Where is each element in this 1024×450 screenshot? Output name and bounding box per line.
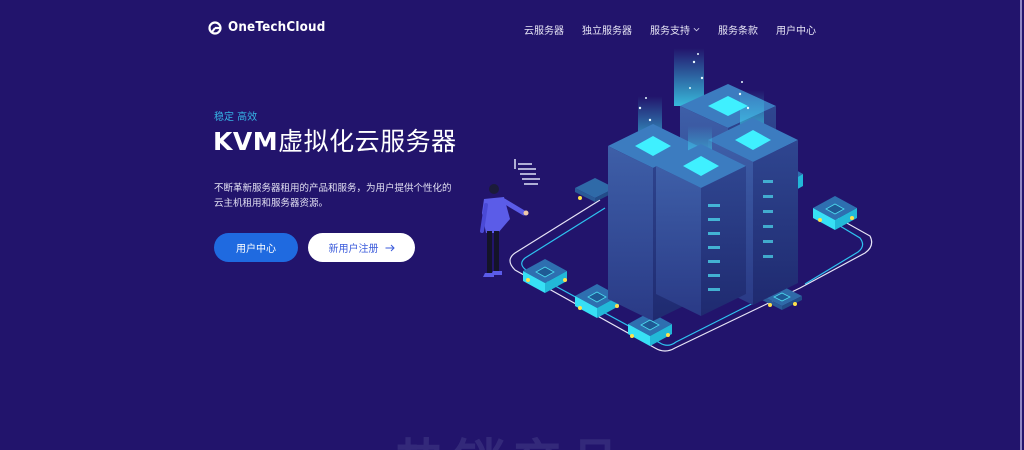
- scrollbar[interactable]: [1020, 0, 1022, 450]
- server-illustration: [480, 48, 873, 352]
- hero-title: KVM虚拟化云服务器: [213, 122, 457, 158]
- arrow-right-icon: [385, 244, 395, 251]
- chevron-down-icon: [693, 27, 700, 32]
- onetechcloud-logo-icon: [208, 20, 222, 35]
- button-label: 新用户注册: [328, 244, 379, 255]
- nav-label: 用户中心: [776, 26, 816, 37]
- nav-item-cloud-server[interactable]: 云服务器: [524, 22, 564, 37]
- nav-label: 服务条款: [718, 26, 758, 37]
- hot-products-section-title: 热销产品: [0, 422, 1022, 450]
- user-center-button[interactable]: 用户中心: [214, 233, 298, 262]
- nav-item-terms[interactable]: 服务条款: [718, 22, 758, 37]
- hero-tagline: 稳定 高效: [214, 112, 258, 123]
- logo-text: OneTechCloud: [228, 20, 326, 35]
- register-button[interactable]: 新用户注册: [308, 233, 415, 262]
- nav-item-support[interactable]: 服务支持: [650, 22, 700, 37]
- nav-label: 服务支持: [650, 26, 690, 37]
- hero-description: 不断革新服务器租用的产品和服务，为用户提供个性化的云主机租用和服务器资源。: [214, 183, 452, 209]
- hero-title-cjk: 虚拟化云服务器: [278, 127, 457, 156]
- main-nav: 云服务器 独立服务器 服务支持 服务条款 用户中心: [524, 22, 834, 37]
- logo[interactable]: OneTechCloud: [208, 20, 334, 35]
- nav-item-user-center[interactable]: 用户中心: [776, 22, 816, 37]
- hero-title-latin: KVM: [213, 127, 279, 156]
- person-figure: [480, 159, 540, 277]
- circuit-track: [509, 199, 873, 352]
- nav-label: 云服务器: [524, 26, 564, 37]
- nav-label: 独立服务器: [582, 26, 632, 37]
- site-header: OneTechCloud 云服务器 独立服务器 服务支持 服务条款 用户中心: [0, 0, 1022, 58]
- button-label: 用户中心: [236, 244, 276, 255]
- nav-item-dedicated-server[interactable]: 独立服务器: [582, 22, 632, 37]
- server-racks: [608, 48, 798, 321]
